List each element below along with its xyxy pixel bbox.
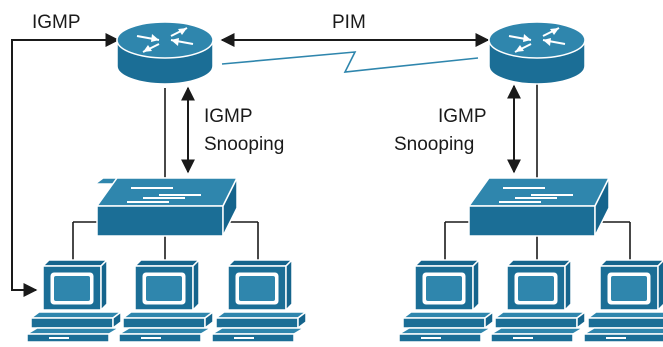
igmp-snooping-label-right-line1: IGMP <box>438 106 487 127</box>
workstation-icon <box>24 258 124 343</box>
workstation-icon <box>396 258 496 343</box>
igmp-snooping-label-right-line2: Snooping <box>394 134 474 155</box>
workstation-icon <box>209 258 309 343</box>
router-icon <box>488 21 586 85</box>
igmp-report-arrow <box>11 33 120 291</box>
igmp-snooping-label-left-line2: Snooping <box>204 134 284 155</box>
igmp-snooping-label-left-line1: IGMP <box>204 106 253 127</box>
router-icon <box>116 21 214 85</box>
switch-tree-left <box>72 221 259 262</box>
switch-icon <box>467 177 611 237</box>
pim-label: PIM <box>332 12 366 33</box>
switch-icon <box>92 177 239 237</box>
hosts <box>24 258 663 343</box>
workstation-icon <box>488 258 588 343</box>
arrows <box>11 33 521 297</box>
workstation-icon <box>116 258 216 343</box>
links <box>72 51 631 262</box>
serial-wan-link <box>221 51 479 73</box>
workstation-icon <box>581 259 663 343</box>
igmp-label: IGMP <box>32 12 81 33</box>
